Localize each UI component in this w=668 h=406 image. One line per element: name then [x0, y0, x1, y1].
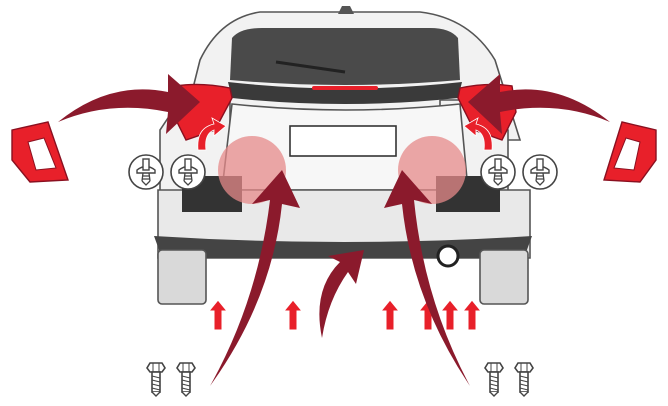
- push-clip-icon: [481, 155, 515, 189]
- third-brake-light: [312, 86, 378, 90]
- push-clip-icon: [129, 155, 163, 189]
- up-arrow-icon: [209, 300, 227, 330]
- bolt-icon: [177, 363, 195, 396]
- tire-right: [480, 250, 528, 304]
- tire-left: [158, 250, 206, 304]
- bolt-icon: [485, 363, 503, 396]
- license-plate-recess: [290, 126, 396, 156]
- antenna: [338, 6, 354, 14]
- exhaust-tip: [438, 246, 458, 266]
- bolts: [147, 363, 533, 396]
- curved-arrow-icon: [319, 250, 364, 338]
- bolt-icon: [147, 363, 165, 396]
- up-arrow-icon: [284, 300, 302, 330]
- up-arrow-icon: [381, 300, 399, 330]
- up-arrow-icon: [463, 300, 481, 330]
- push-clip-icon: [523, 155, 557, 189]
- rear-window: [230, 28, 460, 85]
- push-clip-icon: [171, 155, 205, 189]
- up-arrow-icon: [441, 300, 459, 330]
- bolt-icon: [515, 363, 533, 396]
